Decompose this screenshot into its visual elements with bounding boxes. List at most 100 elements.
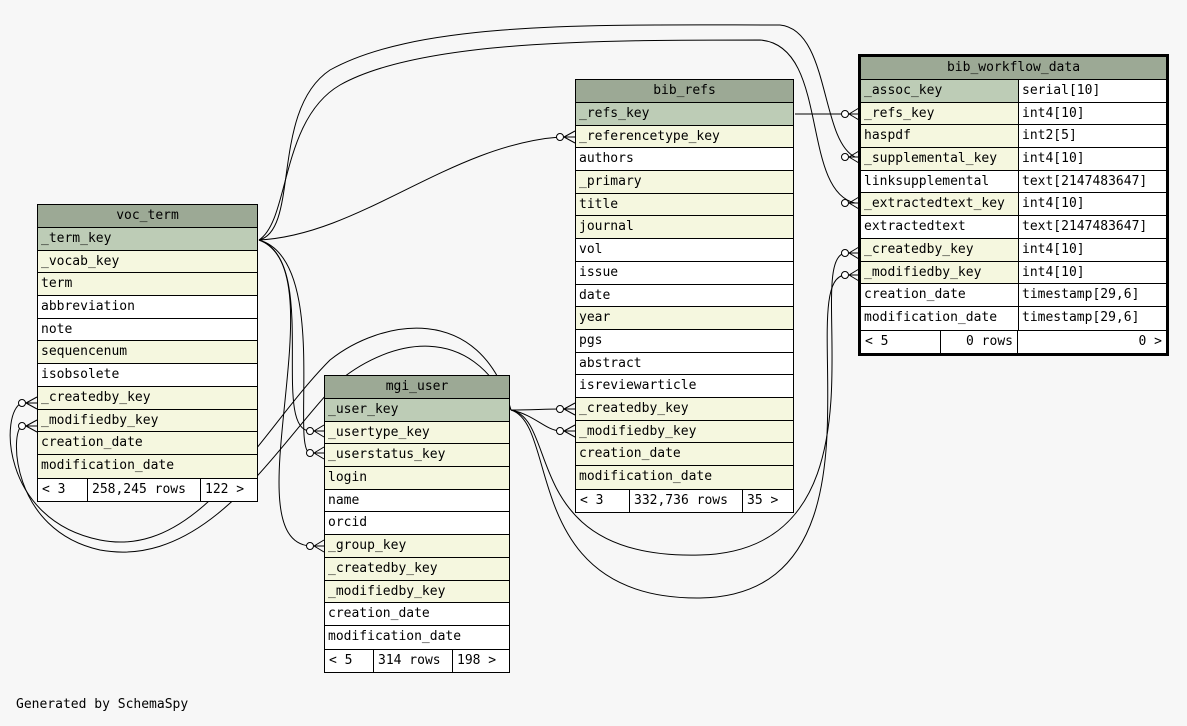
column-row[interactable]: _vocab_key [38,250,257,274]
column-name: _userstatus_key [328,447,446,463]
column-row[interactable]: _modifiedby_key [325,580,509,604]
column-row[interactable]: isobsolete [38,364,257,387]
column-row[interactable]: _modifiedby_key [576,420,793,444]
column-name: _referencetype_key [579,128,720,144]
parents-count[interactable]: < 5 [861,330,941,353]
column-type: int4[10] [1019,102,1166,125]
column-row[interactable]: pgs [576,329,793,353]
column-name: _createdby_key [328,560,438,576]
column-row[interactable]: _referencetype_key [576,125,793,149]
column-name: _modifiedby_key [861,261,1019,284]
column-row[interactable]: modification_date [38,454,257,478]
column-row[interactable]: creation_date [325,603,509,626]
table-title[interactable]: bib_refs [576,80,793,103]
column-name: haspdf [861,125,1019,148]
edge-user-bwd-created [510,252,846,556]
column-name: linksupplemental [861,170,1019,193]
column-name: date [579,287,611,303]
column-row[interactable]: orcid [325,512,509,536]
column-name: year [579,310,611,326]
column-row[interactable]: _usertype_key [325,421,509,445]
table-title[interactable]: mgi_user [325,376,509,399]
column-row[interactable]: vol [576,239,793,262]
column-name: _primary [579,174,642,190]
row-count: 0 rows [941,330,1018,353]
column-row[interactable]: _refs_key [576,103,793,126]
column-name: journal [579,219,634,235]
column-name: _modifiedby_key [579,423,697,439]
column-name: _extractedtext_key [861,193,1019,216]
column-row[interactable]: note [38,318,257,342]
table-mgi-user[interactable]: mgi_user _user_key _usertype_key _userstat… [324,375,510,673]
column-name: _assoc_key [861,80,1019,102]
column-row[interactable]: _term_key [38,228,257,251]
column-name: title [579,196,619,212]
table-title[interactable]: voc_term [38,205,257,228]
column-row[interactable]: _createdby_key [576,397,793,421]
column-name: abbreviation [41,299,135,315]
column-row[interactable]: term [38,273,257,297]
column-row[interactable]: _primary [576,171,793,194]
generated-by-label: Generated by SchemaSpy [16,697,189,712]
children-count[interactable]: 198 > [457,652,497,668]
column-row[interactable]: modification_date [325,625,509,649]
column-row[interactable]: _createdby_key [325,557,509,581]
column-row[interactable]: creation_date [576,443,793,466]
column-name: extractedtext [861,216,1019,238]
column-name: term [41,276,73,292]
column-row[interactable]: _user_key [325,399,509,422]
children-count[interactable]: 122 > [205,481,245,497]
column-row[interactable]: modification_date [576,466,793,489]
children-count[interactable]: 35 > [747,492,779,508]
column-name: creation_date [579,446,681,462]
column-row[interactable]: isreviewarticle [576,375,793,398]
column-row[interactable]: login [325,467,509,490]
column-row[interactable]: issue [576,261,793,285]
table-footer: < 5 314 rows 198 > [325,648,509,672]
column-row[interactable]: title [576,193,793,217]
column-row[interactable]: sequencenum [38,341,257,365]
column-row[interactable]: _group_key [325,535,509,558]
column-row[interactable]: abstract [576,352,793,376]
column-name: _supplemental_key [861,148,1019,170]
parents-count[interactable]: < 3 [38,478,88,501]
column-row[interactable]: _userstatus_key [325,444,509,468]
column-name: creation_date [328,606,430,622]
column-type: int4[10] [1019,193,1166,216]
column-row[interactable]: _modifiedby_key [38,409,257,433]
column-name: _usertype_key [328,424,430,440]
table-footer: < 3 258,245 rows 122 > [38,477,257,501]
column-type: timestamp[29,6] [1022,309,1140,325]
parents-count[interactable]: < 3 [576,489,630,512]
column-row[interactable]: journal [576,216,793,240]
column-name: _createdby_key [861,238,1019,261]
column-row[interactable]: creation_date [38,432,257,455]
column-name: _modifiedby_key [328,583,446,599]
column-row[interactable]: _createdby_key [38,386,257,410]
column-row[interactable]: year [576,307,793,330]
column-name: _term_key [41,231,112,246]
column-row[interactable]: name [325,489,509,513]
parents-count[interactable]: < 5 [325,649,374,672]
table-title[interactable]: bib_workflow_data [861,57,1166,80]
column-row[interactable]: authors [576,148,793,172]
row-count: 258,245 rows [88,478,201,501]
children-count[interactable]: 0 > [1138,333,1162,349]
column-row[interactable]: date [576,284,793,308]
column-type: int2[5] [1019,125,1166,148]
column-row[interactable]: abbreviation [38,296,257,319]
